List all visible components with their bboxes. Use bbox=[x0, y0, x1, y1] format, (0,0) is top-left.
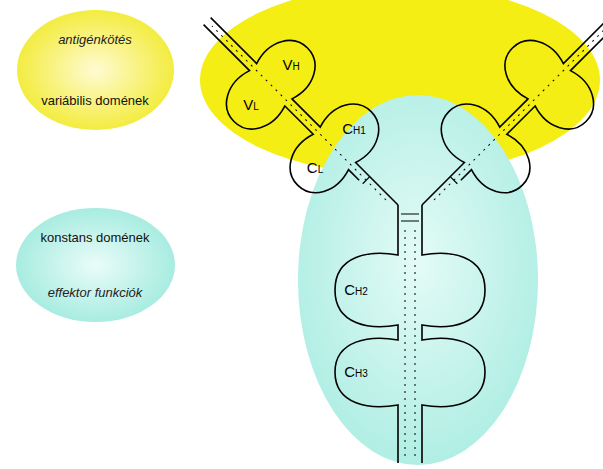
legend-ellipse: konstans domének effektor funkciók bbox=[16, 208, 175, 322]
constant-region bbox=[298, 95, 538, 465]
heavy-chain-stem bbox=[422, 205, 485, 463]
chain-dashes bbox=[405, 230, 406, 460]
legend-ellipse: antigénkötés variábilis domének bbox=[17, 10, 174, 130]
domain-label: CH1 bbox=[342, 120, 366, 139]
legend-text: antigénkötés bbox=[58, 32, 132, 47]
right-arm bbox=[389, 0, 603, 245]
heavy-chain-stem bbox=[335, 205, 398, 463]
heavy-chain bbox=[211, 0, 432, 205]
legend-text: konstans domének bbox=[40, 230, 149, 245]
domain-name: CH3 bbox=[344, 364, 368, 382]
domain-name: VH bbox=[282, 57, 299, 75]
light-chain bbox=[461, 25, 603, 214]
disulfide-bond bbox=[450, 177, 457, 184]
domain-label: VL bbox=[243, 96, 259, 115]
ellipse-shape bbox=[17, 10, 174, 130]
chain-dashes bbox=[434, 26, 603, 200]
light-chain bbox=[170, 25, 359, 214]
left-arm bbox=[170, 0, 431, 245]
hinge-disulfide bbox=[401, 214, 419, 221]
ellipse-shape bbox=[16, 208, 175, 322]
domain-label: CH2 bbox=[344, 281, 368, 300]
chain-dashes bbox=[415, 230, 416, 460]
domain-name: CH1 bbox=[342, 121, 366, 139]
ellipse-fill bbox=[17, 10, 174, 130]
chain-dashes bbox=[212, 26, 386, 200]
domain-name: CH2 bbox=[344, 282, 368, 300]
ellipse-fill bbox=[16, 208, 175, 322]
legend-text: variábilis domének bbox=[41, 93, 149, 108]
disulfide-bond bbox=[363, 177, 370, 184]
domain-name: CL bbox=[307, 160, 323, 178]
antibody bbox=[170, 0, 603, 463]
domain-label: CL bbox=[307, 159, 323, 178]
domain-label: CH3 bbox=[344, 363, 368, 382]
right-half bbox=[389, 0, 603, 463]
heavy-chain bbox=[389, 0, 603, 205]
legend-text: effektor funkciók bbox=[48, 285, 143, 300]
domain-name: VL bbox=[243, 97, 259, 115]
domain-label: VH bbox=[282, 56, 299, 75]
